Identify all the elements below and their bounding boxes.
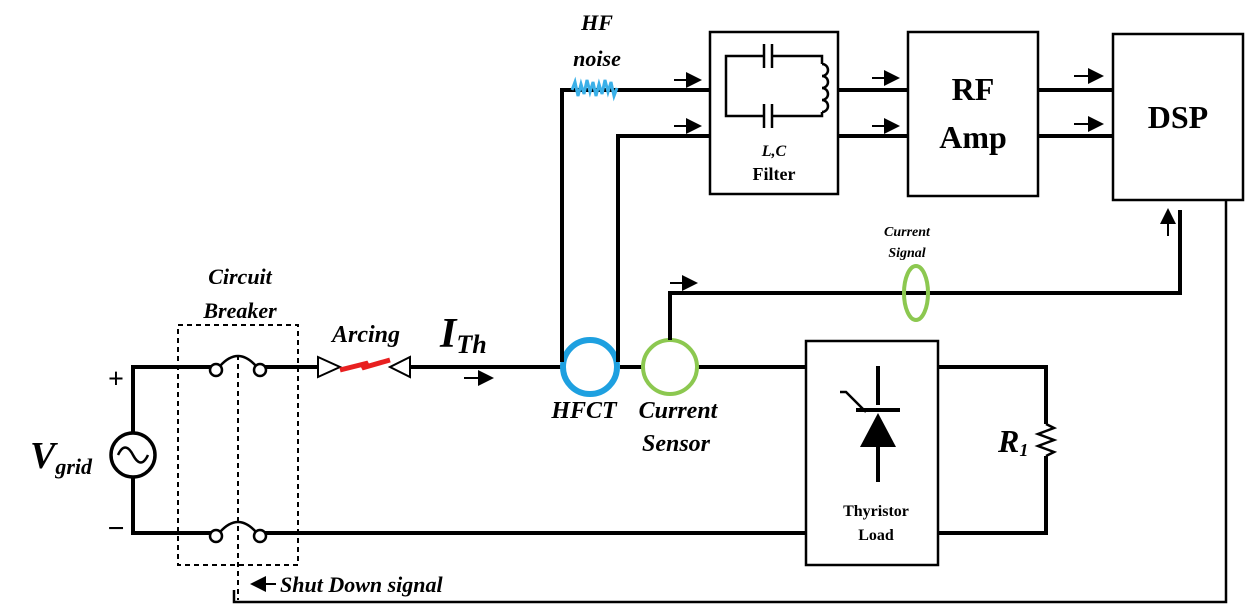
hf-noise-label-2: noise (573, 46, 621, 71)
hfct: HFCT (550, 337, 620, 424)
ith-label: ITh (439, 311, 487, 359)
current-sensor: Current Sensor (639, 208, 1182, 457)
resistor-r1: R1 (997, 422, 1058, 460)
inductor-icon (821, 62, 830, 114)
filter-label: Filter (753, 164, 796, 184)
current-sensor-ring-icon (641, 338, 699, 396)
thyristor-label-1: Thyristor (843, 503, 909, 520)
lc-filter: L,C Filter (708, 30, 840, 196)
arcing-label: Arcing (330, 322, 400, 348)
breaker-label-2: Breaker (202, 298, 277, 323)
current-signal: Current Signal (884, 225, 931, 322)
rf-amp: RF Amp (906, 30, 1040, 198)
current-signal-loop-icon (902, 264, 930, 322)
plus-sign: + (108, 364, 124, 395)
dsp-label: DSP (1148, 99, 1208, 135)
rf-amp-label-1: RF (952, 71, 995, 107)
current-sensor-label-2: Sensor (642, 431, 711, 457)
power-wiring (131, 365, 1048, 535)
circuit-breaker: Circuit Breaker (177, 264, 299, 600)
noise-wave-icon (570, 76, 619, 102)
current-signal-label-2: Signal (888, 246, 925, 261)
arc-spark-icon (339, 357, 391, 373)
arcing-gap: Arcing (317, 322, 411, 379)
breaker-label-1: Circuit (208, 264, 272, 289)
hfct-label: HFCT (550, 398, 618, 424)
hf-noise: HF noise (570, 10, 621, 102)
minus-sign: − (107, 512, 124, 545)
r1-label: R1 (997, 423, 1028, 460)
ac-source: + − Vgrid (30, 364, 157, 545)
rf-amp-label-2: Amp (939, 119, 1007, 155)
hf-noise-label-1: HF (580, 10, 613, 35)
current-signal-label-1: Current (884, 225, 931, 240)
filter-lc-label: L,C (761, 143, 787, 160)
thyristor-load: Thyristor Load (804, 339, 940, 567)
thyristor-icon (860, 413, 896, 447)
current-sensor-label-1: Current (639, 398, 719, 424)
dsp: DSP (1111, 32, 1245, 202)
thyristor-label-2: Load (858, 527, 894, 544)
resistor-icon (1034, 422, 1058, 458)
vgrid-label: Vgrid (30, 435, 93, 479)
shutdown-label: Shut Down signal (280, 572, 444, 597)
